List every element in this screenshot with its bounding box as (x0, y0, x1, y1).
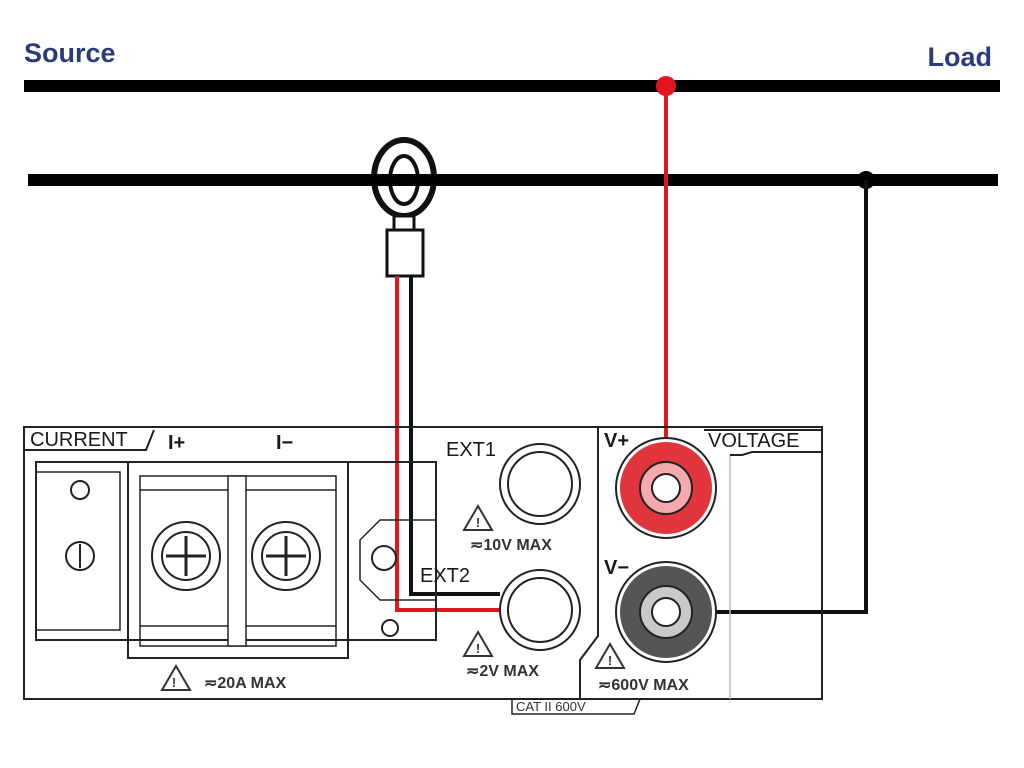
load-label: Load (928, 42, 993, 72)
i-minus-label: I− (276, 432, 293, 454)
category-tag: CAT II 600V (511, 698, 641, 715)
warning-icon (160, 664, 192, 691)
warning-icon (462, 504, 494, 531)
voltage-label: VOLTAGE (708, 430, 800, 452)
current-rating-label: ≂20A MAX (204, 675, 286, 692)
current-label: CURRENT (30, 429, 128, 451)
instrument-panel (23, 426, 823, 700)
v-minus-label: V− (604, 557, 629, 579)
voltage-rating-label: ≂600V MAX (598, 677, 689, 694)
ext1-label: EXT1 (446, 439, 496, 461)
svg-text:!: ! (476, 641, 480, 656)
current-section-header: CURRENT I+ I− (24, 429, 293, 454)
v-plus-jack[interactable] (615, 437, 717, 539)
ext1-bnc-connector[interactable] (499, 443, 581, 525)
i-minus-screw-terminal[interactable] (251, 521, 321, 591)
svg-text:!: ! (476, 515, 480, 530)
svg-text:!: ! (172, 675, 176, 690)
ext2-label: EXT2 (420, 565, 470, 587)
ext2-bnc-connector[interactable] (499, 569, 581, 651)
ext1-section: EXT1 ! ≂10V MAX (446, 439, 581, 554)
ext1-rating-label: ≂10V MAX (470, 537, 552, 554)
ext2-section: EXT2 ! ≂2V MAX (420, 565, 581, 680)
svg-text:!: ! (608, 653, 612, 668)
source-label: Source (24, 38, 116, 68)
black-voltage-wire (690, 180, 868, 614)
current-rating: ! ≂20A MAX (160, 664, 286, 692)
ext2-rating-label: ≂2V MAX (466, 663, 539, 680)
i-plus-screw-terminal[interactable] (151, 521, 221, 591)
current-clamp-sensor (370, 137, 440, 278)
clamp-red-wire (395, 276, 500, 612)
v-plus-label: V+ (604, 430, 629, 452)
current-terminal-block (35, 461, 437, 659)
warning-icon (594, 642, 626, 669)
warning-icon (462, 630, 494, 657)
i-plus-label: I+ (168, 432, 185, 454)
v-minus-jack[interactable] (615, 561, 717, 663)
clamp-black-wire (409, 276, 500, 596)
category-label: CAT II 600V (516, 699, 586, 714)
voltage-section: VOLTAGE V+ V− ! ≂600V MAX (594, 429, 823, 694)
